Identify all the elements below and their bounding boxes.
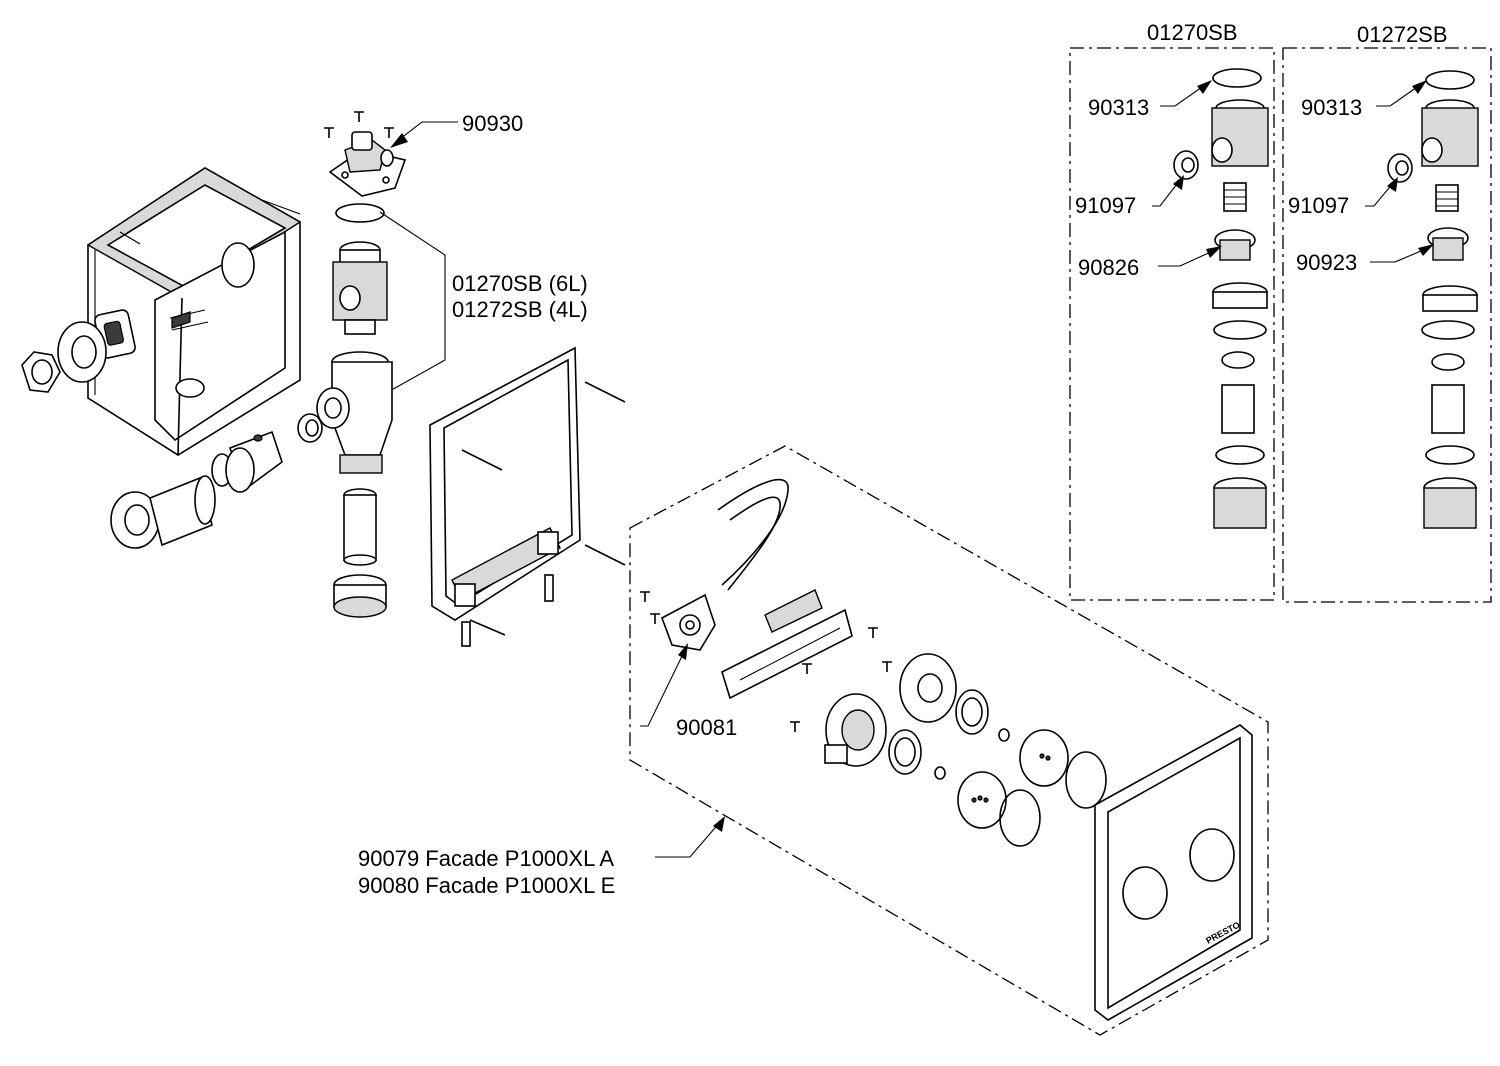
- label-cartridge-6l: 01270SB (6L): [452, 271, 588, 296]
- slide-bracket: [721, 589, 853, 700]
- small-rings: [934, 728, 1010, 780]
- cartridge-group-bracket: [379, 211, 446, 393]
- panel-right-oring: 90313: [1301, 95, 1362, 120]
- push-buttons: [957, 729, 1069, 829]
- outlet-tube: [343, 488, 377, 566]
- panel-left-title: 01270SB: [1147, 20, 1238, 45]
- label-facade-a: 90079 Facade P1000XL A: [358, 846, 614, 871]
- lock-nut: [21, 351, 61, 393]
- cap-screws: [324, 111, 394, 138]
- panel-left-oring: 90313: [1088, 95, 1149, 120]
- actuator-90081: [640, 591, 716, 651]
- top-cap-90930: [328, 131, 407, 197]
- panel-right-piston: 90923: [1296, 250, 1357, 275]
- valve-body: [316, 351, 393, 474]
- button-orings: [999, 751, 1107, 847]
- panel-01272sb-frame: [1282, 47, 1492, 603]
- panel-left-parts: [1173, 68, 1269, 529]
- leader-lines: [390, 80, 1434, 858]
- springs: [888, 689, 989, 775]
- mounting-frame: [429, 346, 581, 621]
- panel-right-washer: 91097: [1288, 193, 1349, 218]
- cartridge-oring: [335, 203, 385, 223]
- tubes: [717, 478, 789, 591]
- facade-plate: PRESTO: [1094, 724, 1253, 1021]
- facade-group-frame: [629, 445, 1269, 1036]
- outlet-nut: [333, 574, 387, 618]
- label-facade-e: 90080 Facade P1000XL E: [358, 873, 615, 898]
- inlet-washer: [297, 413, 323, 443]
- panel-01270sb-frame: [1069, 47, 1275, 601]
- label-90081: 90081: [676, 715, 737, 740]
- inlet-union: [110, 430, 283, 549]
- label-90930: 90930: [462, 111, 523, 136]
- label-cartridge-4l: 01272SB (4L): [452, 297, 588, 322]
- panel-right-title: 01272SB: [1357, 22, 1448, 47]
- button-housing-right: [899, 653, 957, 723]
- panel-left-washer: 91097: [1075, 193, 1136, 218]
- flat-washer: [57, 321, 107, 383]
- panel-left-piston: 90826: [1078, 255, 1139, 280]
- embedding-box: [86, 167, 302, 456]
- frame-bolts: [461, 381, 626, 647]
- panel-right-parts: [1387, 70, 1479, 529]
- cartridge: [332, 241, 388, 335]
- small-screws: [790, 627, 892, 732]
- button-housing-left: [824, 693, 887, 767]
